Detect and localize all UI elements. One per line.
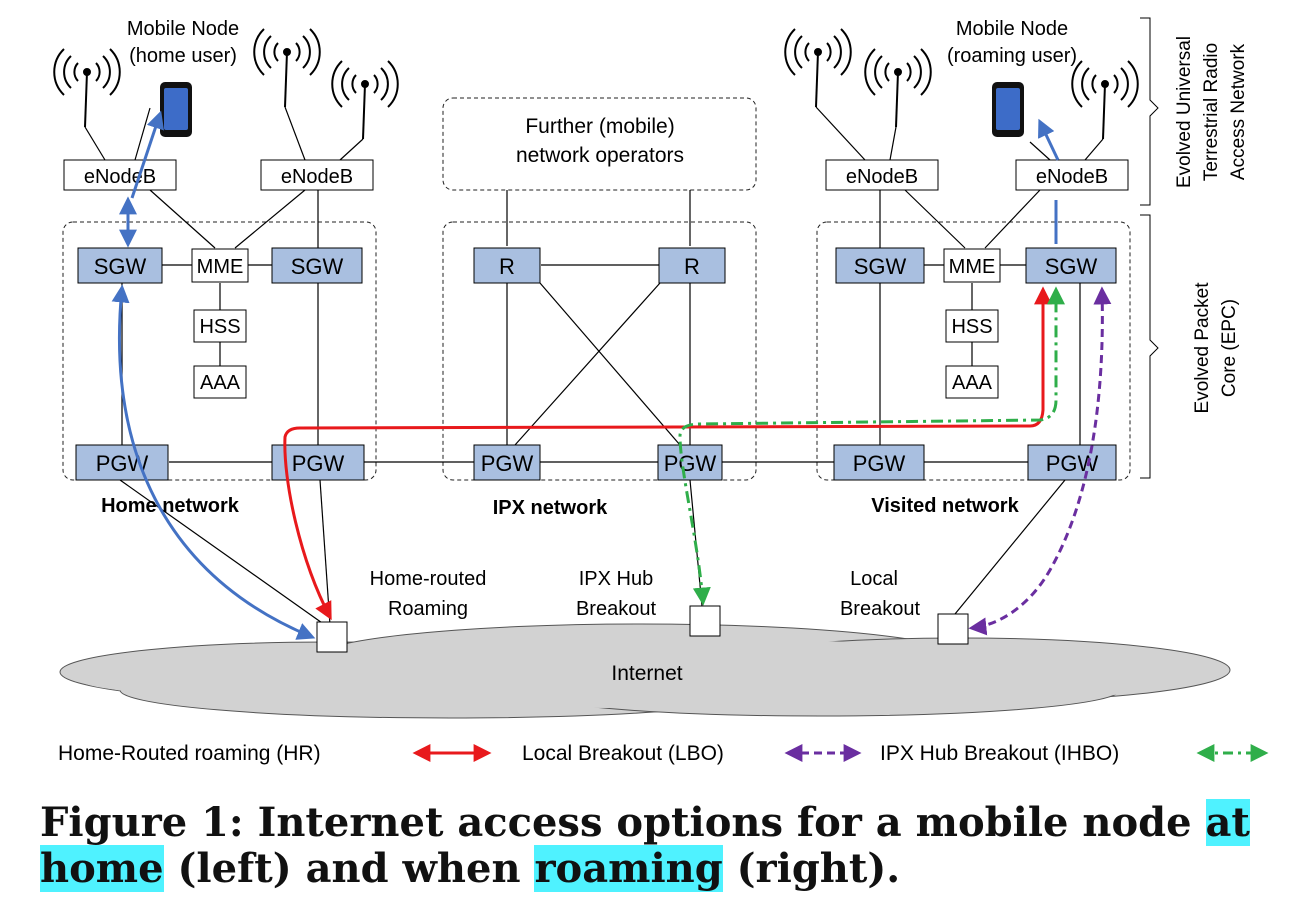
sgw-visited-left: SGW xyxy=(835,247,925,284)
mme-home: MME xyxy=(191,248,249,283)
aaa-visited: AAA xyxy=(945,365,999,399)
svg-text:eNodeB: eNodeB xyxy=(84,166,156,188)
antenna-icons xyxy=(53,28,1139,140)
mobile-node-home-line2: (home user) xyxy=(129,45,237,67)
ihbo-path xyxy=(678,286,1065,606)
epc-brace xyxy=(1140,214,1159,479)
svg-text:PGW: PGW xyxy=(292,451,345,476)
ipx-hub-label-line2: Breakout xyxy=(576,598,656,620)
enodeb-visited-right: eNodeB xyxy=(1015,159,1129,191)
svg-text:MME: MME xyxy=(197,256,244,278)
svg-text:Evolved Universal: Evolved Universal xyxy=(1174,36,1195,188)
hss-home: HSS xyxy=(193,309,247,343)
pgw-ipx-left: PGW xyxy=(473,444,541,481)
svg-text:HSS: HSS xyxy=(951,316,992,338)
further-operators-line1: Further (mobile) xyxy=(525,115,674,138)
svg-text:R: R xyxy=(684,254,700,279)
pgw-visited-left: PGW xyxy=(833,444,925,481)
antenna-icon xyxy=(253,28,321,108)
legend: Home-Routed roaming (HR) Local Breakout … xyxy=(58,742,1269,765)
phone-icon-roaming xyxy=(992,82,1024,137)
svg-text:PGW: PGW xyxy=(664,451,717,476)
aaa-home: AAA xyxy=(193,365,247,399)
caption-part3: (right). xyxy=(722,845,901,892)
local-breakout-label-line1: Local xyxy=(850,568,898,590)
home-internet-path xyxy=(111,284,316,640)
pgw-home-left: PGW xyxy=(75,444,169,481)
svg-text:AAA: AAA xyxy=(200,372,241,394)
antenna-icon xyxy=(1071,60,1139,140)
router-left: R xyxy=(473,247,541,284)
antenna-icon xyxy=(784,28,852,108)
pgw-visited-right: PGW xyxy=(1027,444,1117,481)
ipx-network-label: IPX network xyxy=(493,497,608,519)
network-diagram: Internet xyxy=(53,17,1269,765)
svg-text:PGW: PGW xyxy=(481,451,534,476)
svg-text:Core (EPC): Core (EPC) xyxy=(1219,299,1240,397)
home-radio-path xyxy=(130,110,164,199)
legend-lbo-label: Local Breakout (LBO) xyxy=(522,742,724,765)
home-network-label: Home network xyxy=(101,495,240,517)
sgw-home-left: SGW xyxy=(77,247,163,284)
ipx-hub-label-line1: IPX Hub xyxy=(579,568,653,590)
svg-text:PGW: PGW xyxy=(853,451,906,476)
svg-text:R: R xyxy=(499,254,515,279)
pgw-ipx-right: PGW xyxy=(657,444,723,481)
internet-label: Internet xyxy=(611,662,682,685)
svg-text:SGW: SGW xyxy=(854,254,907,279)
antenna-icon xyxy=(864,48,932,128)
phone-icon-home xyxy=(160,82,192,137)
router-right: R xyxy=(658,247,726,284)
ipx-hub-breakout-box xyxy=(689,605,721,637)
mobile-node-roaming-line1: Mobile Node xyxy=(956,18,1068,40)
svg-text:eNodeB: eNodeB xyxy=(1036,166,1108,188)
local-breakout-label-line2: Breakout xyxy=(840,598,920,620)
svg-text:eNodeB: eNodeB xyxy=(281,166,353,188)
svg-text:eNodeB: eNodeB xyxy=(846,166,918,188)
traffic-paths xyxy=(111,110,1112,640)
svg-text:Terrestrial Radio: Terrestrial Radio xyxy=(1201,43,1222,181)
home-routed-breakout-box xyxy=(316,621,348,653)
legend-hr-label: Home-Routed roaming (HR) xyxy=(58,742,321,765)
figure-caption: Figure 1: Internet access options for a … xyxy=(40,799,1300,892)
antenna-icon xyxy=(331,60,399,140)
svg-text:AAA: AAA xyxy=(952,372,993,394)
svg-text:PGW: PGW xyxy=(1046,451,1099,476)
caption-part1: Figure 1: Internet access options for a … xyxy=(40,799,1206,846)
enodeb-home-left: eNodeB xyxy=(63,159,177,191)
internet-cloud xyxy=(59,623,1231,719)
svg-text:SGW: SGW xyxy=(291,254,344,279)
mobile-node-home-line1: Mobile Node xyxy=(127,18,239,40)
enodeb-home-right: eNodeB xyxy=(260,159,374,191)
hss-visited: HSS xyxy=(945,309,999,343)
legend-ihbo-label: IPX Hub Breakout (IHBO) xyxy=(880,742,1119,765)
sgw-visited-right: SGW xyxy=(1025,247,1117,284)
home-routed-label-line1: Home-routed xyxy=(370,568,487,590)
caption-part2: (left) and when xyxy=(163,845,535,892)
mobile-node-roaming-line2: (roaming user) xyxy=(947,45,1077,67)
local-breakout-box xyxy=(937,613,969,645)
svg-text:SGW: SGW xyxy=(94,254,147,279)
eutran-side-label: Evolved Universal Terrestrial Radio Acce… xyxy=(1174,36,1249,188)
further-operators-line2: network operators xyxy=(516,144,684,167)
svg-text:Evolved Packet: Evolved Packet xyxy=(1192,282,1213,414)
svg-text:Access Network: Access Network xyxy=(1228,43,1249,180)
home-routed-label-line2: Roaming xyxy=(388,598,468,620)
enodeb-visited-left: eNodeB xyxy=(825,159,939,191)
epc-side-label: Evolved Packet Core (EPC) xyxy=(1192,282,1240,414)
caption-highlight-roaming: roaming xyxy=(534,845,723,892)
lbo-path xyxy=(968,286,1112,636)
antenna-icon xyxy=(53,48,121,128)
sgw-home-right: SGW xyxy=(271,247,363,284)
further-operators-box xyxy=(442,97,757,191)
visited-network-label: Visited network xyxy=(871,495,1019,517)
svg-text:HSS: HSS xyxy=(199,316,240,338)
svg-text:MME: MME xyxy=(949,256,996,278)
roaming-radio-path xyxy=(1038,118,1060,161)
mme-visited: MME xyxy=(943,248,1001,283)
eutran-brace xyxy=(1140,17,1159,206)
svg-text:SGW: SGW xyxy=(1045,254,1098,279)
